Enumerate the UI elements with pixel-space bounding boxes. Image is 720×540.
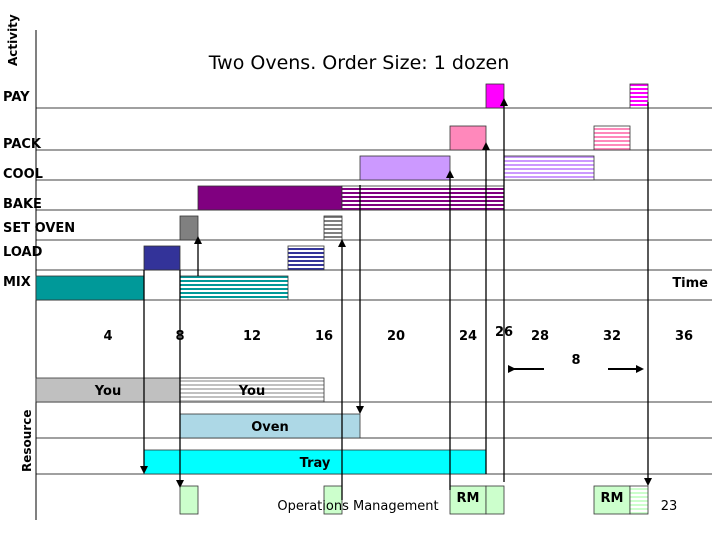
resource-bar (179, 377, 325, 403)
x-tick-label: 28 (531, 329, 549, 344)
resource-axis-label: Resource (20, 410, 34, 472)
resource-bar (35, 377, 181, 403)
resource-bar (143, 449, 487, 475)
resource-bar (629, 485, 649, 515)
activity-label: PACK (3, 137, 42, 152)
x-tick-label: 20 (387, 329, 405, 344)
x-tick-label: 8 (175, 329, 184, 344)
activity-label: PAY (3, 90, 30, 105)
x-axis-title: Time (672, 276, 708, 291)
activity-label: BAKE (3, 197, 42, 212)
activity-bar (179, 215, 199, 241)
activity-bar (359, 155, 451, 181)
interval-label: 8 (571, 353, 580, 368)
activity-bar (449, 125, 487, 151)
activity-bar (323, 215, 343, 241)
resource-bar (485, 485, 505, 515)
resource-bar-label: Oven (251, 420, 289, 435)
x-tick-label: 24 (459, 329, 477, 344)
activity-bar (179, 275, 289, 301)
activity-axis-label: Activity (6, 14, 20, 66)
footer-course: Operations Management (277, 499, 438, 514)
resource-bar (593, 485, 631, 515)
activity-label: LOAD (3, 245, 43, 260)
x-tick-label: 36 (675, 329, 693, 344)
activity-bar (287, 245, 325, 271)
activity-bar (485, 83, 505, 109)
activity-bar (341, 185, 505, 211)
activity-label: MIX (3, 275, 31, 290)
activity-bar (593, 125, 631, 151)
activity-label: COOL (3, 167, 43, 182)
resource-bar-label: Tray (300, 456, 331, 471)
footer-page-number: 23 (661, 499, 678, 514)
resource-bar-label: RM (457, 491, 480, 506)
activity-bar (503, 155, 595, 181)
x-tick-label: 12 (243, 329, 261, 344)
activity-bar (197, 185, 343, 211)
resource-bar (179, 485, 199, 515)
activity-label: SET OVEN (3, 221, 75, 236)
activity-bar (143, 245, 181, 271)
chart-title: Two Ovens. Order Size: 1 dozen (208, 52, 510, 74)
activity-bar (629, 83, 649, 109)
x-tick-label: 32 (603, 329, 621, 344)
activity-bar (35, 275, 145, 301)
resource-bar-label: RM (601, 491, 624, 506)
resource-bar-label: You (94, 384, 121, 399)
x-tick-label-special: 26 (495, 325, 513, 340)
x-tick-label: 16 (315, 329, 333, 344)
x-tick-label: 4 (103, 329, 112, 344)
resource-bar-label: You (238, 384, 265, 399)
